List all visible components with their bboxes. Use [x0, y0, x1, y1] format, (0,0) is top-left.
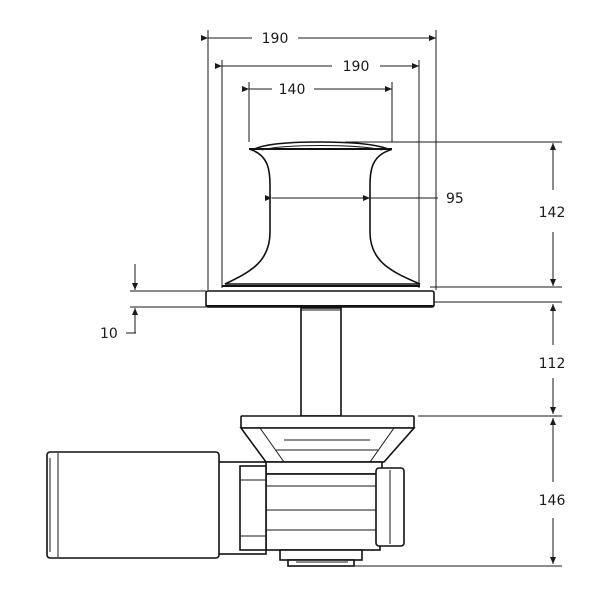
- mounting-flange: [239, 415, 416, 463]
- shaft-length-dimension: [418, 304, 562, 417]
- flange-width-label: 190: [343, 59, 370, 75]
- gearbox-height-dimension: [350, 418, 562, 567]
- drive-motor: [46, 451, 220, 559]
- drum-height-dimension: [345, 141, 562, 288]
- drive-shaft: [300, 307, 342, 417]
- drum-height-label: 142: [539, 205, 566, 221]
- capstan-drum: [222, 141, 421, 287]
- gearbox-height-label: 146: [539, 493, 566, 509]
- deck-plate: [130, 290, 562, 308]
- flange-width-dimension: [215, 60, 420, 288]
- top-width-dimension: [242, 82, 393, 142]
- top-width-label: 140: [279, 82, 306, 98]
- overall-width-label: 190: [262, 31, 289, 47]
- coupling: [217, 461, 267, 555]
- shaft-length-label: 112: [539, 356, 566, 372]
- deck-thickness-dimension: [126, 264, 138, 334]
- barrel-diameter-label: 95: [446, 191, 464, 207]
- outer-width-frame: [201, 30, 437, 290]
- gearbox-housing: [263, 461, 405, 567]
- deck-thickness-label: 10: [100, 326, 118, 342]
